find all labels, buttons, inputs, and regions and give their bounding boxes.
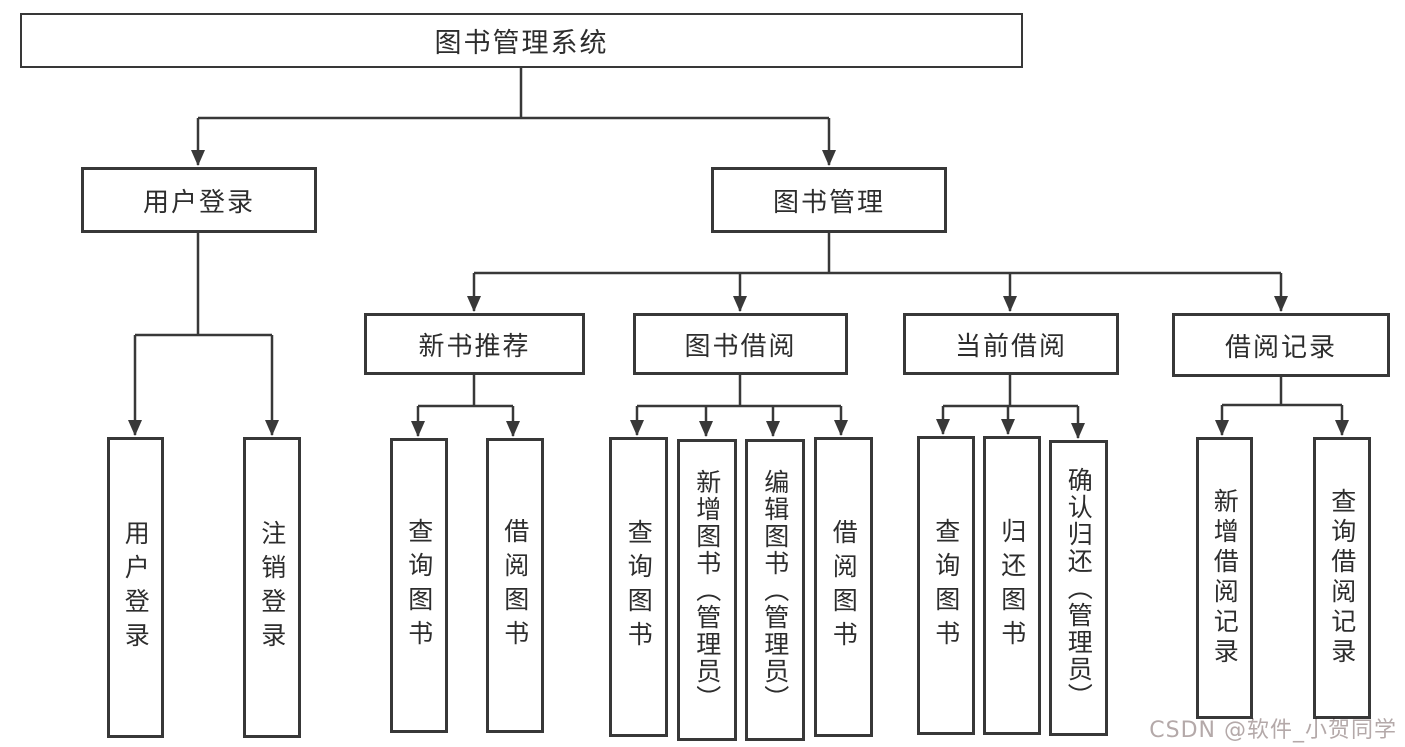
node-user-login: 用户登录	[81, 167, 317, 233]
watermark: CSDN @软件_小贺同学	[1149, 718, 1397, 743]
leaf-query-borrow-record: 查询借阅记录	[1313, 437, 1371, 719]
leaf-add-borrow-record: 新增借阅记录	[1196, 437, 1253, 719]
leaf-query-book: 查询图书	[390, 438, 448, 733]
leaf-return-book: 归还图书	[983, 436, 1041, 735]
leaf-user-login: 用户登录	[107, 437, 164, 738]
node-current-borrow: 当前借阅	[903, 313, 1119, 375]
leaf-confirm-return-admin: 确认归还（管理员）	[1049, 440, 1108, 736]
leaf-borrow-book: 借阅图书	[486, 438, 544, 733]
leaf-add-book-admin: 新增图书（管理员）	[677, 439, 737, 741]
node-new-book-recommend: 新书推荐	[364, 313, 585, 375]
leaf-borrow-book: 借阅图书	[814, 437, 873, 737]
node-book-borrow: 图书借阅	[633, 313, 848, 375]
leaf-query-book: 查询图书	[609, 437, 668, 737]
leaf-edit-book-admin: 编辑图书（管理员）	[745, 439, 805, 741]
node-root: 图书管理系统	[20, 13, 1023, 68]
node-book-mgmt: 图书管理	[711, 167, 947, 233]
leaf-query-book: 查询图书	[917, 436, 975, 735]
leaf-logout: 注销登录	[243, 437, 301, 738]
node-borrow-records: 借阅记录	[1172, 313, 1390, 377]
